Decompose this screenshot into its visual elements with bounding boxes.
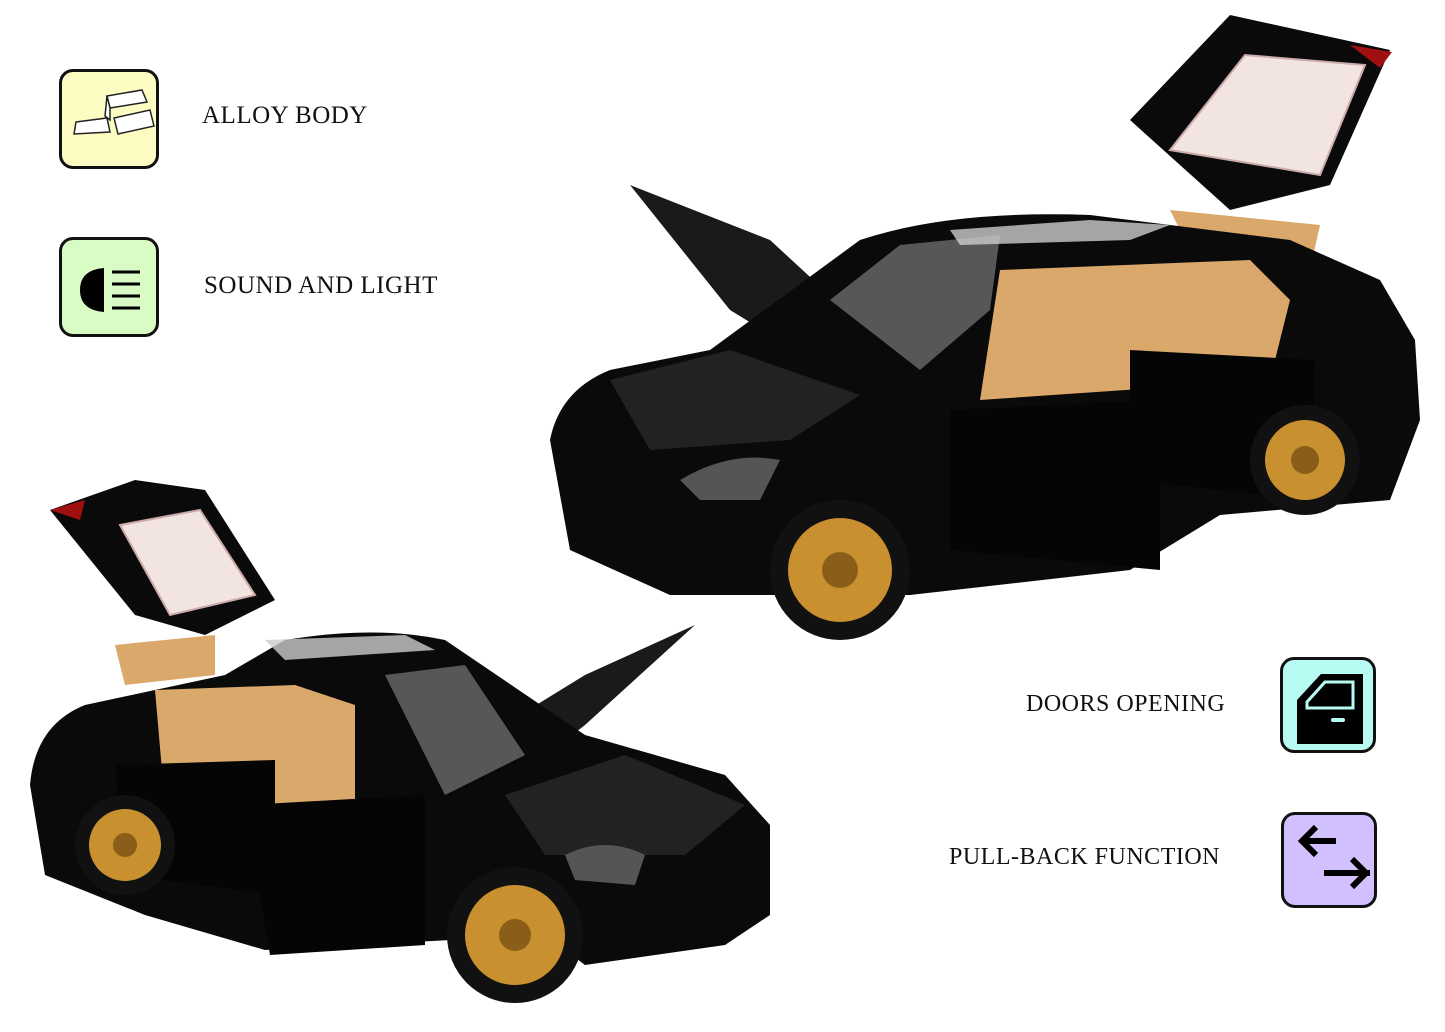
swap-arrows-icon (1297, 824, 1371, 890)
wheel (75, 795, 175, 895)
car-door-icon (1297, 674, 1363, 744)
doors-opening-badge (1280, 657, 1376, 753)
feature-label-sound-light: SOUND AND LIGHT (204, 272, 438, 299)
sound-light-badge (59, 237, 159, 337)
car-image-front-right (550, 15, 1420, 640)
alloy-bars-icon (73, 89, 155, 135)
pull-back-badge (1281, 812, 1377, 908)
wheel (1250, 405, 1360, 515)
alloy-body-badge (59, 69, 159, 169)
feature-label-alloy-body: ALLOY BODY (202, 102, 368, 129)
feature-label-pull-back: PULL-BACK FUNCTION (949, 844, 1221, 870)
wheel (770, 500, 910, 640)
feature-label-doors-opening: DOORS OPENING (1026, 691, 1226, 717)
car-image-front-left (30, 480, 770, 1003)
headlight-icon (80, 268, 140, 312)
wheel (447, 867, 583, 1003)
